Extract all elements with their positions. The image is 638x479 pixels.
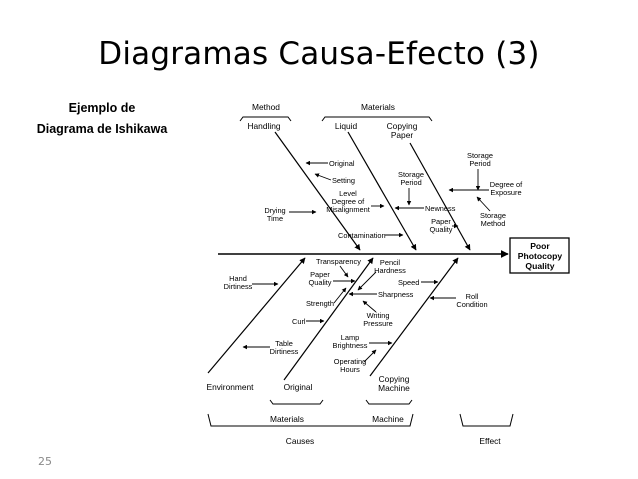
cause-lamp-brightness: Lamp <box>341 333 360 342</box>
cause-paper-quality-bottom: Quality <box>308 278 331 287</box>
effect-label: Quality <box>525 261 554 271</box>
cause-arrow <box>362 300 377 313</box>
cause-paper-quality-bottom: Paper <box>310 270 330 279</box>
cause-storage-period-paper: Storage <box>467 151 493 160</box>
cause-storage-period-paper: Period <box>469 159 490 168</box>
cause-storage-method: Method <box>481 219 506 228</box>
bone-label-copying-machine: Machine <box>378 383 410 393</box>
bone-label-liquid: Liquid <box>335 121 358 131</box>
cause-setting: Setting <box>332 176 355 185</box>
group-bracket <box>269 399 324 405</box>
cause-table-dirtiness: Table <box>275 339 293 348</box>
bone-original <box>283 257 374 381</box>
bone-copying-paper <box>409 142 471 251</box>
cause-degree-of-exposure: Degree of <box>490 180 523 189</box>
diagram-caption: Ejemplo de Diagrama de Ishikawa <box>22 98 182 140</box>
cause-roll-condition: Condition <box>456 300 487 309</box>
cause-degree-of-exposure: Exposure <box>490 188 521 197</box>
bone-label-handling: Handling <box>247 121 280 131</box>
cause-drying-time: Drying <box>264 206 285 215</box>
slide-title: Diagramas Causa-Efecto (3) <box>98 36 540 72</box>
cause-roll-condition: Roll <box>466 292 479 301</box>
bone-label-copying-paper: Paper <box>391 130 414 140</box>
group-bracket <box>321 116 433 122</box>
bone-label-environment: Environment <box>206 382 254 392</box>
bone-label-original: Original <box>284 382 313 392</box>
page-number: 25 <box>38 455 52 468</box>
cause-arrow <box>314 173 332 181</box>
effect-label: Photocopy <box>518 251 563 261</box>
cause-speed: Speed <box>398 278 419 287</box>
cause-sharpness: Sharpness <box>378 290 414 299</box>
cause-contamination: Contamination <box>338 231 386 240</box>
cause-transparency: Transparency <box>316 257 361 266</box>
cause-curl: Curl <box>292 317 306 326</box>
cause-writing-pressure: Writing <box>367 311 390 320</box>
caption-line: Diagrama de Ishikawa <box>36 122 168 136</box>
bone-label-copying-machine: Copying <box>379 374 410 384</box>
cause-storage-method: Storage <box>480 211 506 220</box>
effect-label: Poor <box>530 241 550 251</box>
cause-lamp-brightness: Brightness <box>333 341 368 350</box>
cause-arrow <box>476 196 491 212</box>
cause-strength: Strength <box>306 299 334 308</box>
cause-arrow <box>363 349 377 363</box>
cause-drying-time: Time <box>267 214 283 223</box>
bone-environment <box>207 257 306 374</box>
cause-original-top: Original <box>329 159 355 168</box>
effect-box <box>509 237 570 274</box>
cause-table-dirtiness: Dirtiness <box>270 347 299 356</box>
bone-handling <box>274 131 361 251</box>
cause-paper-quality-top: Paper <box>431 217 451 226</box>
cause-arrow <box>357 271 377 291</box>
cause-pencil-hardness: Hardness <box>374 266 406 275</box>
group-label-materials-bottom: Materials <box>270 414 304 424</box>
causes-bracket <box>207 413 414 427</box>
group-label-method: Method <box>252 102 280 112</box>
footer-label-causes: Causes <box>286 436 314 446</box>
footer-label-effect: Effect <box>479 436 501 446</box>
cause-storage-period-liquid: Period <box>400 178 421 187</box>
bone-copying-machine <box>369 257 459 377</box>
cause-newness: Newness <box>425 204 456 213</box>
cause-writing-pressure: Pressure <box>363 319 393 328</box>
cause-paper-quality-top: Quality <box>429 225 452 234</box>
bone-label-copying-paper: Copying <box>387 121 418 131</box>
cause-arrow <box>333 287 347 304</box>
cause-operating-hours: Hours <box>340 365 360 374</box>
group-label-machine: Machine <box>372 414 404 424</box>
effect-bracket <box>459 413 514 427</box>
cause-level-misalignment: Misalignment <box>326 205 370 214</box>
cause-hand-dirtiness: Hand <box>229 274 247 283</box>
cause-storage-period-liquid: Storage <box>398 170 424 179</box>
cause-level-misalignment: Degree of <box>332 197 365 206</box>
group-label-materials-top: Materials <box>361 102 395 112</box>
group-bracket <box>365 399 413 405</box>
cause-hand-dirtiness: Dirtiness <box>224 282 253 291</box>
cause-pencil-hardness: Pencil <box>380 258 400 267</box>
bone-liquid <box>347 131 417 251</box>
cause-level-misalignment: Level <box>339 189 357 198</box>
caption-line: Ejemplo de <box>68 101 136 115</box>
cause-operating-hours: Operating <box>334 357 366 366</box>
group-bracket <box>239 116 292 122</box>
cause-arrow <box>339 265 349 278</box>
